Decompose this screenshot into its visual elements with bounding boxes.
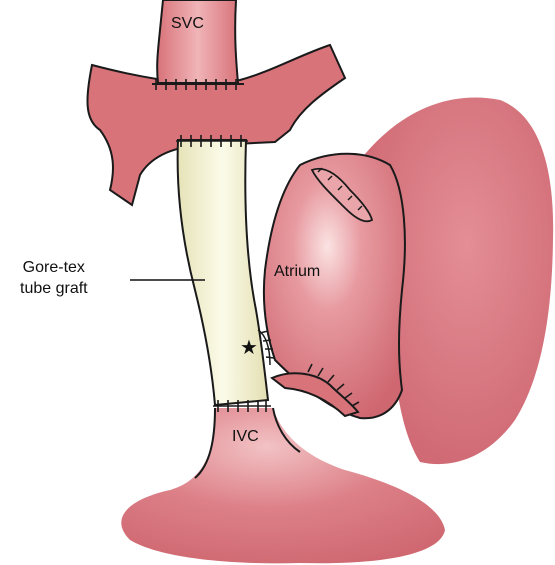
graft-label-line1: Gore-tex <box>20 257 88 278</box>
star-marker: ★ <box>240 336 258 358</box>
svc-vessel <box>157 0 238 83</box>
ivc-vessel <box>121 408 445 563</box>
gore-tex-graft <box>178 140 268 405</box>
graft-label: Gore-tex tube graft <box>20 257 88 299</box>
ivc-label: IVC <box>232 427 259 446</box>
svc-label: SVC <box>171 14 204 33</box>
graft-label-line2: tube graft <box>20 278 88 299</box>
atrium-label: Atrium <box>274 262 320 281</box>
